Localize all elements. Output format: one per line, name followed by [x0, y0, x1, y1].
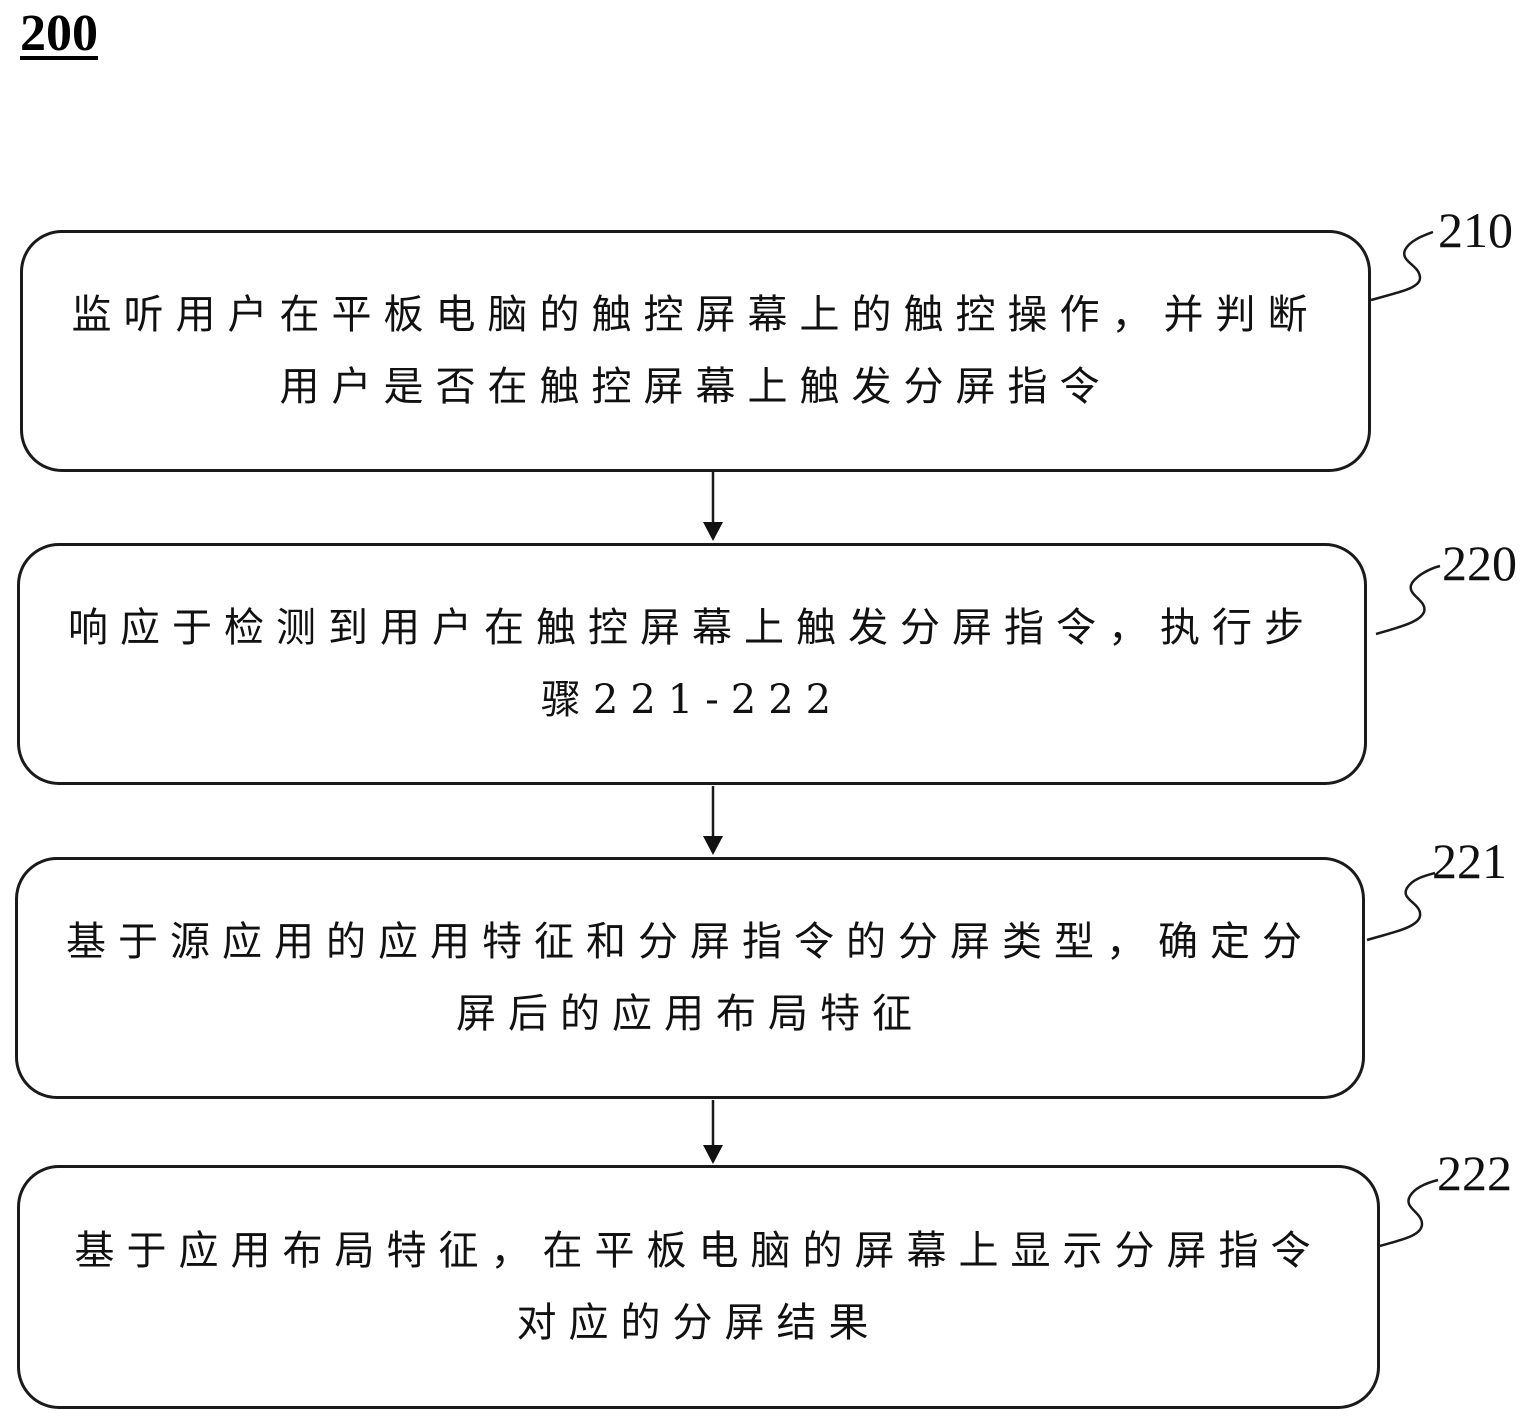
leader-line-220 — [1375, 564, 1441, 636]
arrowhead-icon — [703, 1145, 723, 1164]
step-label-220: 220 — [1442, 535, 1517, 591]
flow-arrow-210-220 — [703, 472, 723, 541]
step-text-210: 监听用户在平板电脑的触控屏幕上的触控操作，并判断用户是否在触控屏幕上触发分屏指令 — [71, 292, 1320, 410]
arrowhead-icon — [703, 522, 723, 541]
step-box-222: 基于应用布局特征，在平板电脑的屏幕上显示分屏指令对应的分屏结果 — [17, 1165, 1380, 1409]
leader-line-210 — [1370, 230, 1434, 302]
flow-arrow-221-222 — [703, 1100, 723, 1164]
figure-number: 200 — [20, 5, 98, 62]
leader-line-222 — [1379, 1178, 1439, 1248]
step-text-220: 响应于检测到用户在触控屏幕上触发分屏指令，执行步骤221-222 — [68, 605, 1316, 723]
step-label-210: 210 — [1438, 202, 1513, 258]
step-text-222: 基于应用布局特征，在平板电脑的屏幕上显示分屏指令对应的分屏结果 — [74, 1228, 1323, 1346]
step-text-221: 基于源应用的应用特征和分屏指令的分屏类型，确定分屏后的应用布局特征 — [66, 919, 1314, 1037]
step-box-220: 响应于检测到用户在触控屏幕上触发分屏指令，执行步骤221-222 — [17, 543, 1367, 785]
step-label-221: 221 — [1432, 833, 1507, 889]
leader-line-221 — [1366, 871, 1436, 942]
arrowhead-icon — [703, 836, 723, 855]
flow-arrow-220-221 — [703, 786, 723, 855]
step-box-210: 监听用户在平板电脑的触控屏幕上的触控操作，并判断用户是否在触控屏幕上触发分屏指令 — [20, 230, 1371, 472]
step-label-222: 222 — [1437, 1145, 1512, 1201]
step-box-221: 基于源应用的应用特征和分屏指令的分屏类型，确定分屏后的应用布局特征 — [15, 857, 1365, 1099]
